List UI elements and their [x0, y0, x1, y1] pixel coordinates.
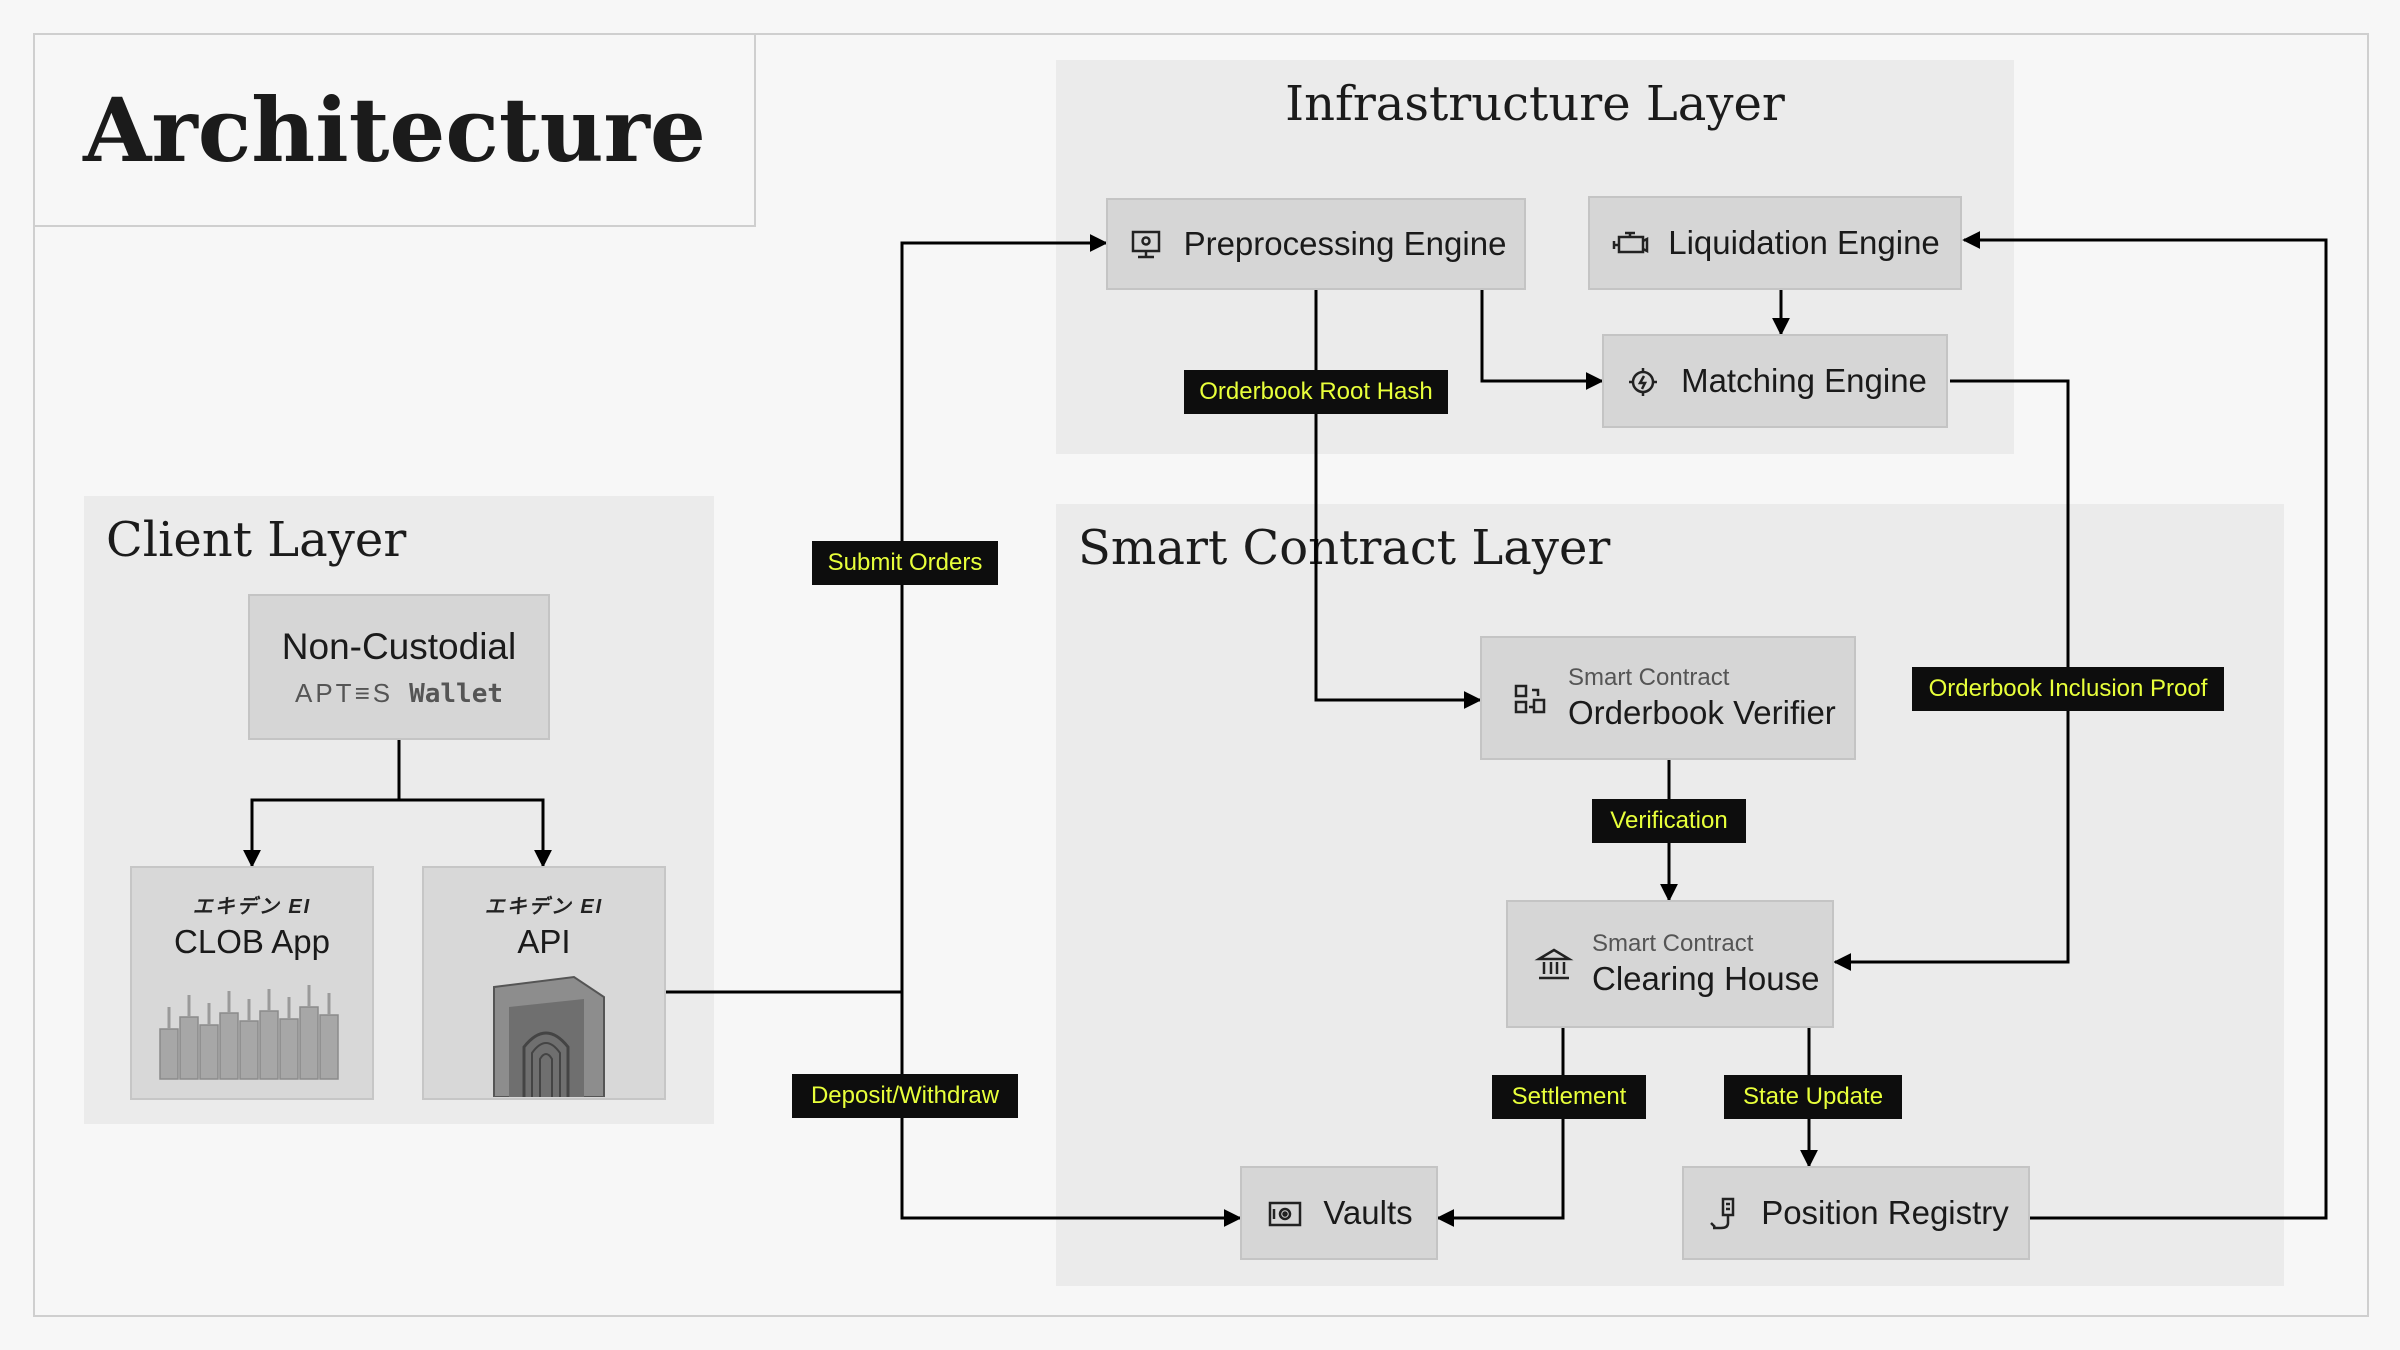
- orderbook-root-hash-label: Orderbook Root Hash: [1184, 370, 1448, 414]
- verifier-label: Orderbook Verifier: [1568, 693, 1836, 731]
- edge-registry-to-liquidation: [1962, 231, 2328, 1220]
- server-blocks-illustration: [159, 985, 339, 1080]
- liquidation-engine[interactable]: Liquidation Engine: [1588, 196, 1962, 290]
- clearing-subtitle: Smart Contract: [1592, 929, 1754, 957]
- verification-label: Verification: [1592, 799, 1746, 843]
- edge-wallet-to-api: [399, 798, 552, 868]
- verifier-subtitle: Smart Contract: [1568, 663, 1730, 691]
- orderbook-verifier[interactable]: Smart Contract Orderbook Verifier: [1480, 636, 1856, 760]
- page-title: Architecture: [83, 78, 706, 182]
- vaults[interactable]: Vaults: [1240, 1166, 1438, 1260]
- ekiden-logo-api: エキデン EI: [484, 896, 604, 918]
- ekiden-logo: エキデン EI: [192, 896, 312, 918]
- position-registry[interactable]: Position Registry: [1682, 1166, 2030, 1260]
- engine-icon: [1610, 223, 1650, 263]
- smart-contract-layer-title: Smart Contract Layer: [1078, 520, 1611, 576]
- wallet-label: Wallet: [409, 678, 503, 709]
- edge-preproc-to-matching: [1480, 290, 1604, 390]
- wallet-brand-row: APT≡S Wallet: [295, 678, 503, 709]
- aptos-logo: APT≡S: [295, 677, 394, 708]
- server-rack-illustration: [493, 975, 605, 1097]
- preprocessing-engine[interactable]: Preprocessing Engine: [1106, 198, 1526, 290]
- matching-engine-label: Matching Engine: [1681, 362, 1927, 399]
- edge-settlement: [1436, 1028, 1565, 1227]
- edge-submit-orders: [900, 234, 1108, 992]
- preprocessing-engine-label: Preprocessing Engine: [1183, 225, 1507, 262]
- position-registry-label: Position Registry: [1761, 1194, 2009, 1231]
- api-card[interactable]: エキデン EI API: [422, 866, 666, 1100]
- bank-icon: [1534, 944, 1574, 984]
- settlement-label: Settlement: [1492, 1075, 1646, 1119]
- liquidation-engine-label: Liquidation Engine: [1668, 224, 1940, 261]
- infrastructure-layer-title: Infrastructure Layer: [1285, 76, 1785, 132]
- non-custodial-wallet[interactable]: Non-Custodial APT≡S Wallet: [248, 594, 550, 740]
- api-label: API: [517, 923, 571, 960]
- orderbook-inclusion-proof-label: Orderbook Inclusion Proof: [1912, 667, 2224, 711]
- clob-app-label: CLOB App: [174, 923, 330, 960]
- verify-blocks-icon: [1510, 678, 1550, 718]
- title-box: [33, 33, 756, 227]
- edge-wallet-split: [243, 740, 401, 868]
- monitor-icon: [1126, 224, 1166, 264]
- matching-engine[interactable]: Matching Engine: [1602, 334, 1948, 428]
- clearing-house[interactable]: Smart Contract Clearing House: [1506, 900, 1834, 1028]
- vaults-label: Vaults: [1323, 1194, 1413, 1231]
- deposit-withdraw-label: Deposit/Withdraw: [792, 1074, 1018, 1118]
- non-custodial-label: Non-Custodial: [281, 625, 517, 667]
- edge-deposit-withdraw: [900, 992, 1242, 1227]
- clearing-label: Clearing House: [1592, 959, 1820, 997]
- diagram-frame: [33, 33, 2369, 1317]
- registry-icon: [1703, 1193, 1743, 1233]
- submit-orders-label: Submit Orders: [812, 541, 998, 585]
- gear-bolt-icon: [1623, 361, 1663, 401]
- edge-root-hash: [1314, 290, 1482, 709]
- clob-app-card[interactable]: エキデン EI CLOB App: [130, 866, 374, 1100]
- safe-icon: [1265, 1193, 1305, 1233]
- client-layer-title: Client Layer: [106, 512, 407, 568]
- state-update-label: State Update: [1724, 1075, 1902, 1119]
